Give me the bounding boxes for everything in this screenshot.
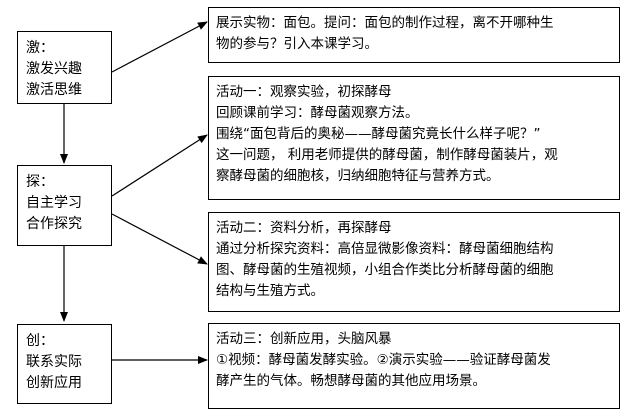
- activity-heading: 活动一：观察实验，初探酵母: [216, 84, 392, 100]
- content-line: 通过分析探究资料：高倍显微影像资料：酵母菌细胞结构: [216, 241, 554, 257]
- arrow-stage2-to-activity2: [111, 213, 208, 265]
- content-line: 这一问题， 利用老师提供的酵母菌，制作酵母菌装片，观: [216, 147, 558, 163]
- intro-box: 展示实物：面包。提问：面包的制作过程，离不开哪种生 物的参与？引入本课学习。: [208, 7, 620, 63]
- content-line: 回顾课前学习：酵母菌观察方法。: [216, 105, 419, 121]
- activity3-box: 活动三：创新应用，头脑风暴 ①视频：酵母菌发酵实验。②演示实验——验证酵母菌发 …: [208, 323, 620, 409]
- activity-heading: 活动二：资料分析，再探酵母: [216, 220, 392, 236]
- stage-line: 激活思维: [26, 82, 82, 98]
- stage-line: 联系实际: [26, 354, 82, 370]
- stage-line: 合作探究: [26, 216, 82, 232]
- stage-line: 自主学习: [26, 195, 82, 211]
- stage-line: 激发兴趣: [26, 61, 82, 77]
- stage-title: 创：: [26, 333, 54, 349]
- content-line: 围绕“面包背后的奥秘——酵母菌究竟长什么样子呢？”: [216, 126, 541, 142]
- arrow-stage1-to-intro: [111, 21, 208, 73]
- content-line: 展示实物：面包。提问：面包的制作过程，离不开哪种生: [216, 15, 554, 31]
- content-line: 察酵母菌的细胞核，归纳细胞特征与营养方式。: [216, 168, 500, 184]
- stage-title: 激：: [26, 40, 54, 56]
- content-line: 结构与生殖方式。: [216, 283, 324, 299]
- stage-title: 探：: [26, 174, 54, 190]
- stage-box-explore: 探： 自主学习 合作探究: [17, 165, 112, 246]
- stage-box-inspire: 激： 激发兴趣 激活思维: [17, 31, 112, 104]
- stage-box-create: 创： 联系实际 创新应用: [17, 324, 112, 404]
- content-line: ①视频：酵母菌发酵实验。②演示实验——验证酵母菌发: [216, 352, 551, 368]
- activity2-box: 活动二：资料分析，再探酵母 通过分析探究资料：高倍显微影像资料：酵母菌细胞结构 …: [208, 212, 620, 312]
- arrow-stage2-to-activity1: [111, 134, 208, 197]
- activity1-box: 活动一：观察实验，初探酵母 回顾课前学习：酵母菌观察方法。 围绕“面包背后的奥秘…: [208, 76, 620, 200]
- activity-heading: 活动三：创新应用，头脑风暴: [216, 331, 392, 347]
- content-line: 图、酵母菌的生殖视频，小组合作类比分析酵母菌的细胞: [216, 262, 554, 278]
- content-line: 物的参与？引入本课学习。: [216, 36, 378, 52]
- stage-line: 创新应用: [26, 375, 82, 391]
- content-line: 酵产生的气体。畅想酵母菌的其他应用场景。: [216, 373, 486, 389]
